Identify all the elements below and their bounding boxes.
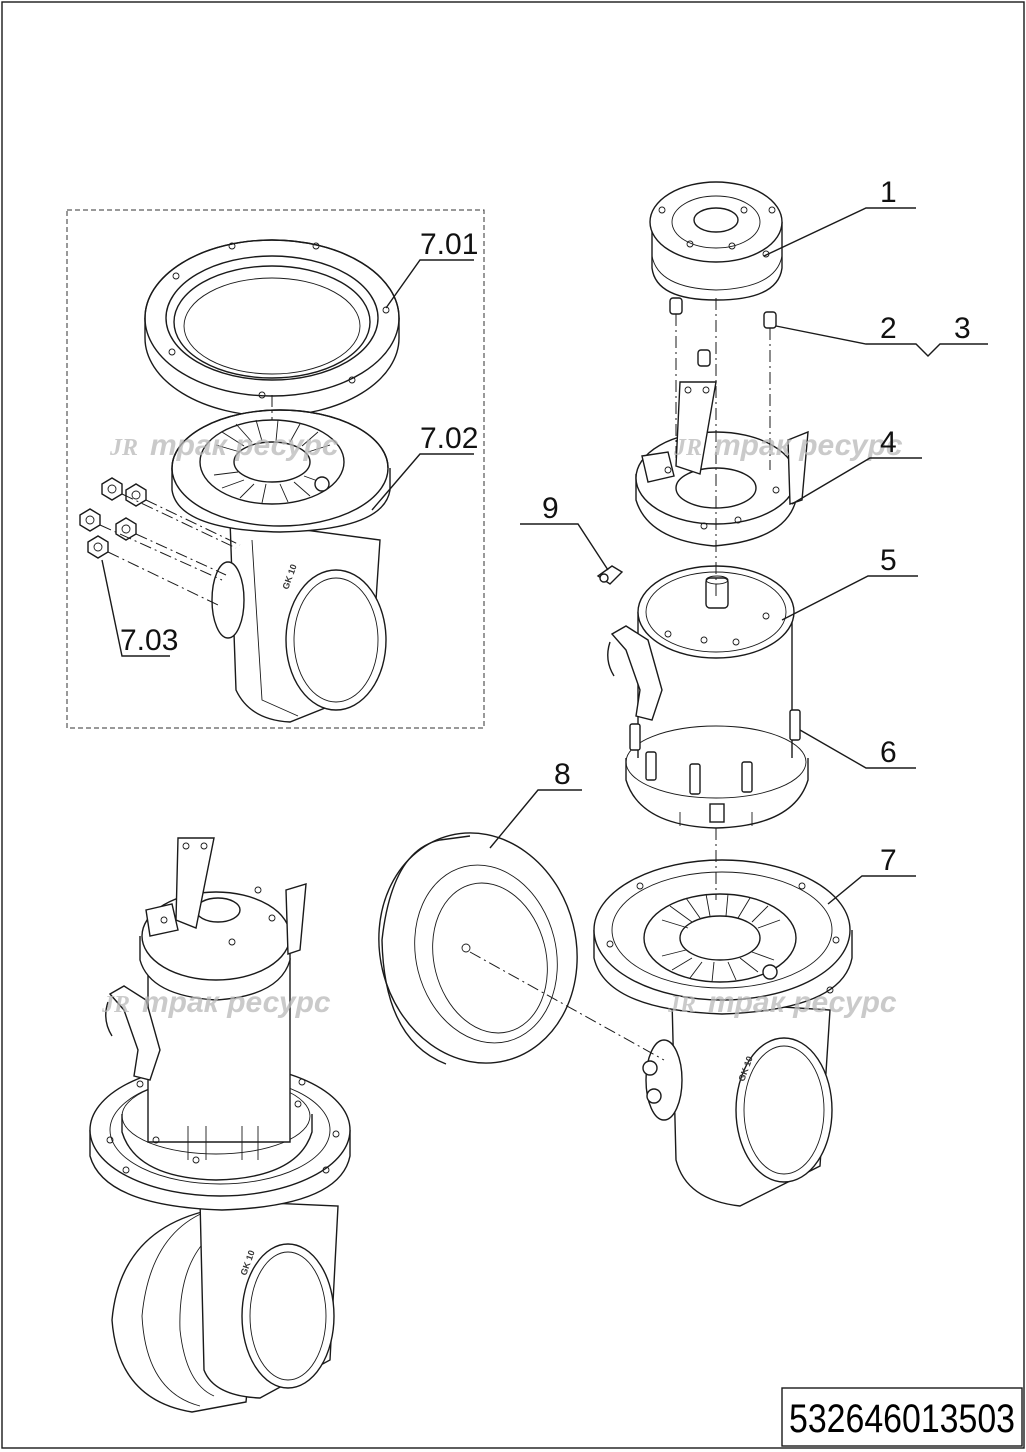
label-5: 5	[880, 544, 897, 577]
bearing-ring-part-7-01	[144, 239, 400, 417]
watermark-1: JR трак ресурс	[109, 429, 339, 462]
part-number: 532646013503	[789, 1397, 1015, 1441]
wheel-tire-part-8	[378, 832, 578, 1065]
watermark-4: JR трак ресурс	[667, 986, 897, 1019]
label-9: 9	[542, 492, 559, 525]
motor-cap-part-1	[649, 181, 783, 301]
label-8: 8	[554, 758, 571, 791]
detail-box	[66, 209, 485, 729]
watermark-2: JR трак ресурс	[673, 429, 903, 462]
leader-lines	[101, 207, 988, 905]
housing-part-7-02: GK 10	[171, 409, 391, 723]
label-3: 3	[954, 312, 971, 345]
assembled-drive-unit: GK 10	[89, 837, 351, 1413]
label-7: 7	[880, 844, 897, 877]
svg-text:JR: JR	[673, 435, 702, 461]
label-7-02: 7.02	[420, 422, 478, 455]
label-6: 6	[880, 736, 897, 769]
svg-text:JR: JR	[101, 992, 130, 1018]
plug-part-9	[596, 565, 624, 585]
svg-text:трак ресурс: трак ресурс	[142, 986, 331, 1019]
label-4: 4	[880, 426, 897, 459]
svg-text:трак ресурс: трак ресурс	[150, 429, 339, 462]
part-number-box	[781, 1387, 1023, 1447]
bracket-part-4	[635, 381, 809, 547]
assembly-axes	[469, 298, 771, 1061]
label-7-03: 7.03	[120, 624, 178, 657]
svg-text:JR: JR	[667, 992, 696, 1018]
watermark-3: JR трак ресурс	[101, 986, 331, 1019]
svg-text:трак ресурс: трак ресурс	[714, 429, 903, 462]
housing-part-7: GK 10	[593, 859, 853, 1207]
label-7-01: 7.01	[420, 228, 478, 261]
svg-text:JR: JR	[109, 435, 138, 461]
svg-text:трак ресурс: трак ресурс	[708, 986, 897, 1019]
motor-body-part-5	[607, 565, 809, 829]
label-2: 2	[880, 312, 897, 345]
label-1: 1	[880, 176, 897, 209]
nuts-part-7-03	[79, 477, 241, 606]
screws-part-2	[669, 297, 777, 367]
